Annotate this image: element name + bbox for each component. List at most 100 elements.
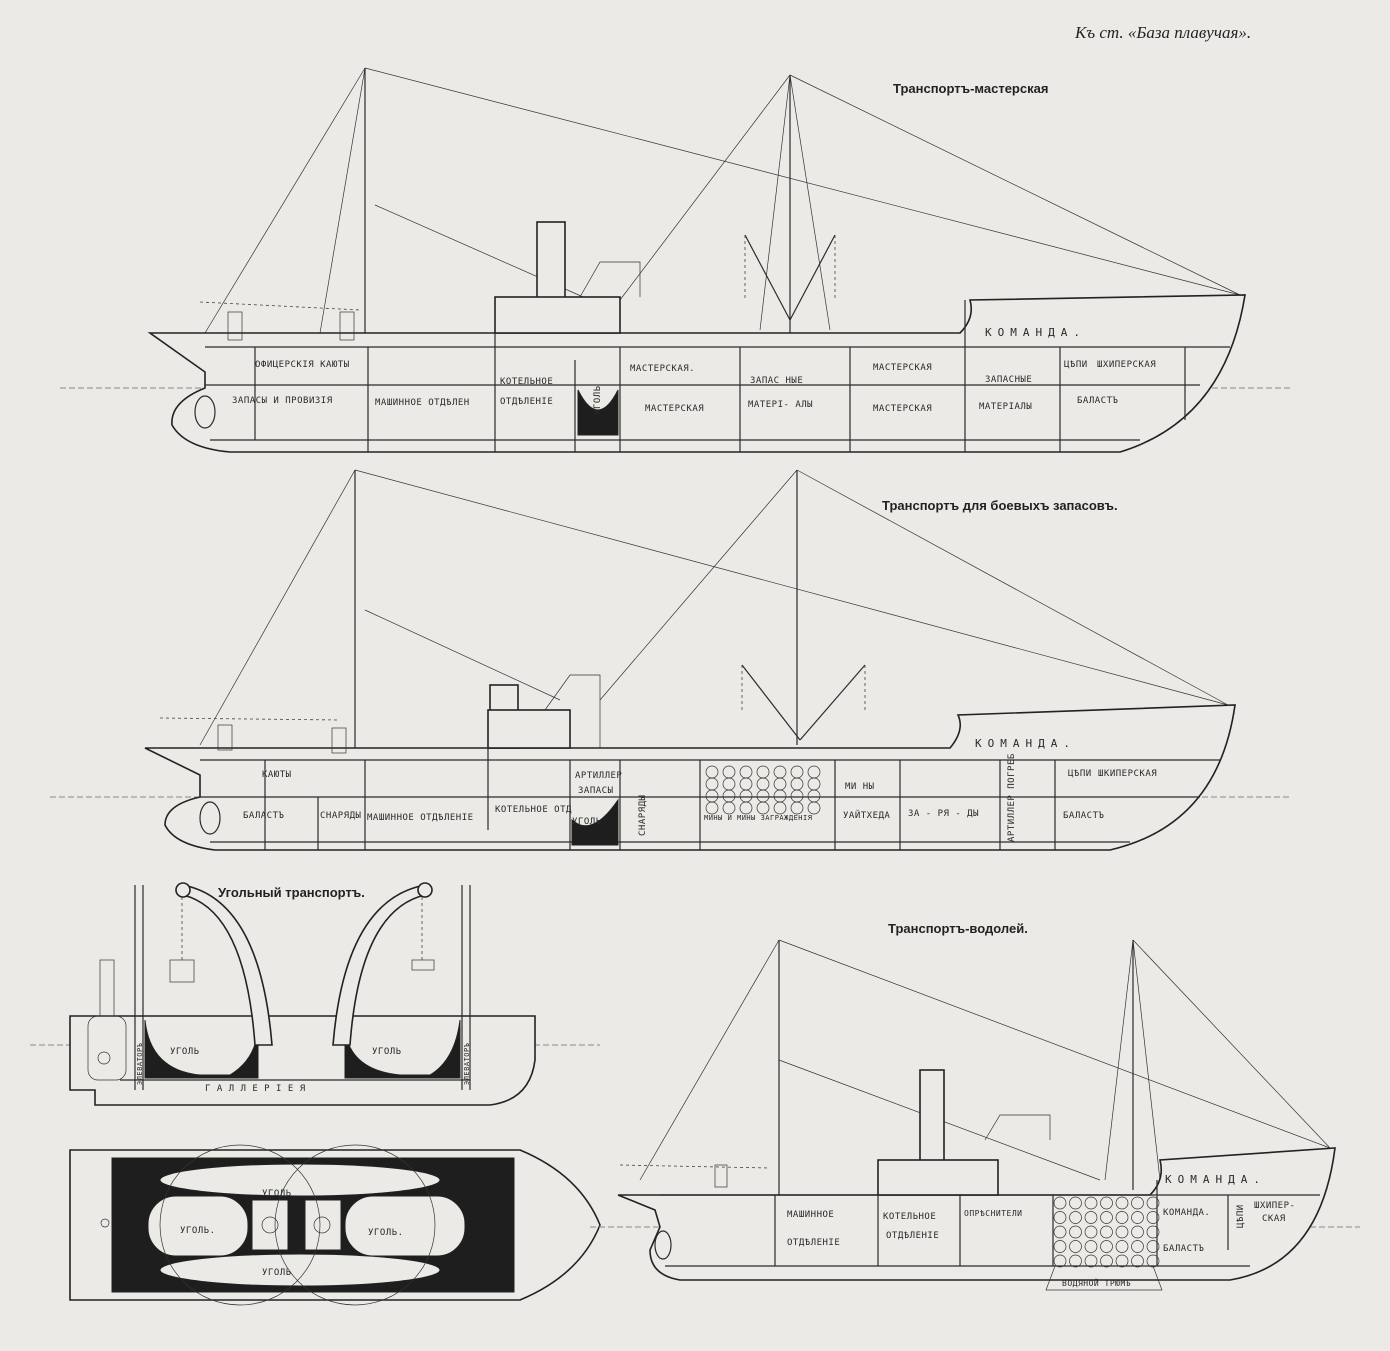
munitions-transport: Транспортъ для боевыхъ запасовъ. КОМАНД [50,469,1290,851]
bulkheads [254,300,1186,452]
ventilator [227,311,243,341]
water-tank [1115,1225,1129,1239]
labels: КОМАНДА. МАШИННОЕ ОТДѢЛЕНІЕ КОТЕЛЬНОЕ ОТ… [787,1173,1295,1288]
label-shells: СНАРЯДЫ [320,811,361,821]
label-coal: УГОЛЬ [593,385,603,415]
water-tank [1069,1211,1082,1224]
label-charges: ЗА - РЯ - ДЫ [908,809,979,819]
label-materials: МАТЕРІ- АЛЫ [748,400,813,410]
workshop-transport: Транспортъ-мастерская [60,67,1290,453]
label-elevator: ЭЛЕВАТОРЪ [136,1043,144,1085]
label-crew: КОМАНДА. [975,737,1076,750]
water-tank [1053,1211,1067,1224]
boiler [87,1015,127,1081]
water-tank [1131,1196,1144,1210]
crane-right [332,884,426,1046]
label-chains: ЦѢПИ [1236,1204,1246,1228]
label-gallery: Г А Л Л Е Р І Е Я [205,1084,306,1094]
bridge [544,674,601,748]
water-tank [1084,1254,1098,1268]
water-tank [1100,1211,1113,1224]
label-coal: УГОЛЬ [572,817,602,827]
bridge [579,261,641,298]
water-tank [1053,1254,1067,1268]
water-tank [1115,1254,1129,1268]
mine [705,801,719,815]
label-skipper-2: СКАЯ [1262,1214,1286,1224]
ventilator [331,727,347,754]
bridge [984,1114,1051,1141]
water-tank [1131,1225,1144,1239]
label-ballast: БАЛАСТЪ [1077,396,1119,406]
ventilator [714,1164,728,1188]
water-tank [1084,1240,1098,1253]
label-artillery-stores-2: ЗАПАСЫ [578,786,614,796]
label-shells: СНАРЯДЫ [638,795,648,836]
page-header: Къ ст. «База плавучая». [1074,23,1251,42]
label-boiler-room: КОТЕЛЬНОЕ [883,1212,936,1222]
water-tank [1131,1211,1144,1224]
mine-racks [705,765,821,815]
collier: Угольный транспортъ. УГОЛЬ УГОЛЬ Г А Л Л… [30,882,601,1306]
label-officers-cabins: ОФИЦЕРСКІЯ КАЮТЫ [255,360,350,370]
label-engine-room: МАШИННОЕ ОТДѢЛЕНІЕ [367,813,474,823]
label-crew: КОМАНДА. [1163,1208,1210,1218]
decks [205,346,1230,441]
crane-left [182,884,273,1046]
munitions-transport-title: Транспортъ для боевыхъ запасовъ. [882,498,1118,513]
label-workshop: МАСТЕРСКАЯ [873,363,932,373]
label-boiler-room: КОТЕЛЬНОЕ [500,377,553,387]
water-tank [1100,1225,1113,1239]
water-tank [1100,1240,1113,1253]
label-chains: ЦѢПИ [1064,360,1088,370]
label-crew: КОМАНДА. [985,326,1086,339]
label-skipper: ШКИПЕРСКАЯ [1098,769,1157,779]
water-tank [1146,1211,1160,1224]
label-elevator: ЭЛЕВАТОРЪ [463,1043,471,1085]
collier-section-hull [69,1015,536,1106]
label-artillery-stores: АРТИЛЛЕР [575,771,622,781]
water-tank [1115,1240,1129,1253]
labels: КОМАНДА. ОФИЦЕРСКІЯ КАЮТЫ ЗАПАСЫ И ПРОВИ… [232,326,1156,415]
label-stores: ЗАПАСЫ И ПРОВИЗІЯ [232,396,333,406]
water-tank [1100,1254,1113,1268]
water-tank [1084,1225,1098,1239]
label-spare-parts: ЗАПАСНЫЕ [985,375,1032,385]
water-tank [1084,1196,1098,1210]
superstructure [877,1159,999,1196]
water-tank [1131,1254,1144,1268]
collier-title: Угольный транспортъ. [218,885,365,900]
rigging [619,939,1331,1181]
label-workshop: МАСТЕРСКАЯ. [630,364,695,374]
water-tank [1069,1254,1082,1268]
water-tank [1053,1225,1067,1239]
label-chains: ЦѢПИ [1068,769,1092,779]
label-mines-barrage: МИНЫ И МИНЫ ЗАГРАЖДЕНІЯ [704,814,812,822]
mine [773,801,787,815]
ventilator [217,724,233,751]
mine [790,801,804,815]
label-spare-parts: ЗАПАС НЫЕ [750,376,803,386]
water-tank [1146,1240,1160,1253]
rigging [199,67,1241,334]
superstructure [494,296,621,334]
ventilator [339,311,355,341]
water-tanks [1053,1196,1160,1268]
label-engine-room: МАШИННОЕ ОТДѢЛЕН [375,398,470,408]
coal-hold-right [344,1019,461,1079]
superstructure [487,709,571,749]
water-tank [1069,1196,1082,1210]
label-ballast: БАЛАСТЪ [1063,811,1105,821]
water-transport: Транспортъ-водолей. КОМАНДА. МАШИННОЕ ОТ… [590,921,1360,1291]
water-tank [1069,1225,1082,1239]
label-boiler-room: КОТЕЛЬНОЕ ОТД [495,805,572,815]
hull [144,704,1236,851]
mine [756,801,770,815]
label-skipper: ШХИПЕРСКАЯ [1097,360,1156,370]
label-coal: УГОЛЬ [262,1189,292,1199]
label-engine-room: МАШИННОЕ [787,1210,834,1220]
water-tank [1146,1225,1160,1239]
water-tank [1146,1196,1160,1210]
label-distillers: ОПРѢСНИТЕЛИ [964,1209,1022,1218]
